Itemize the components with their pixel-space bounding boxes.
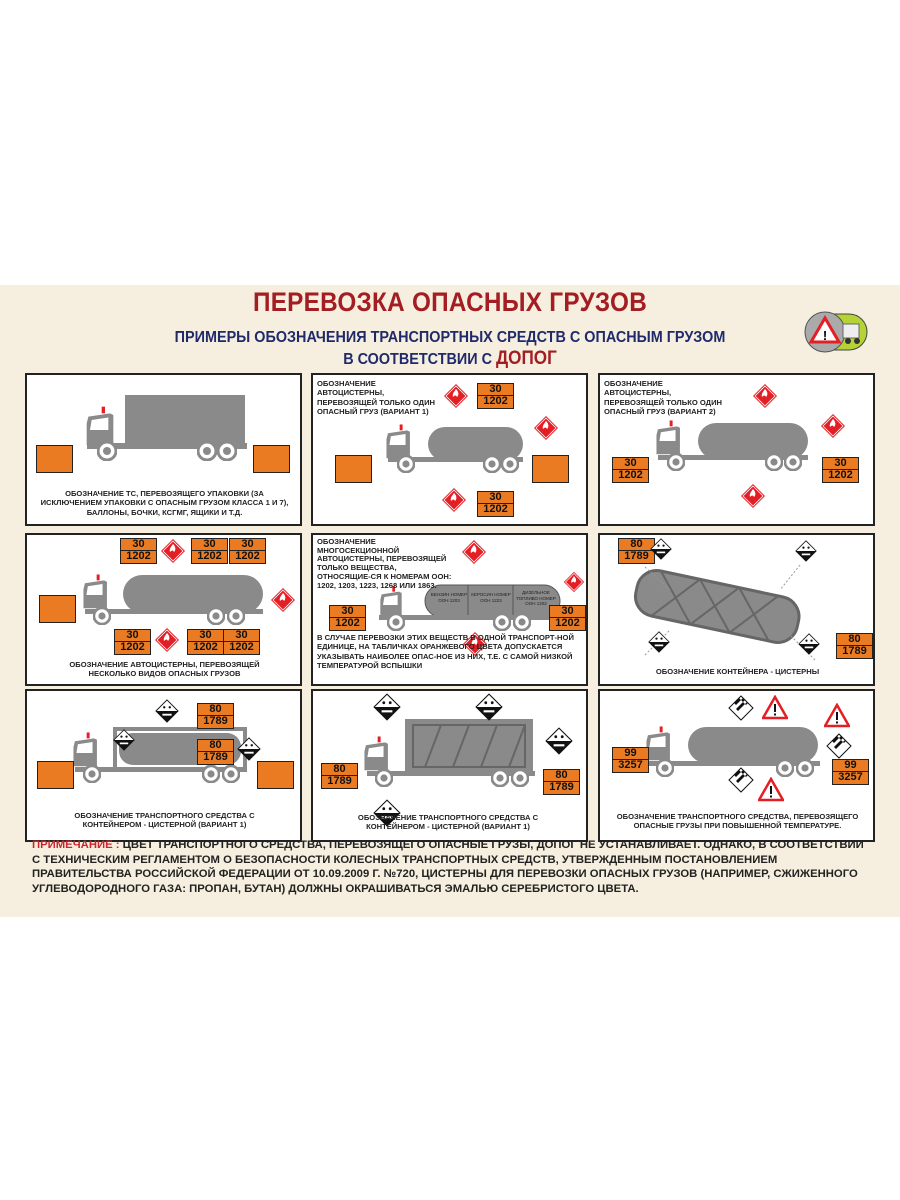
panel-tanker-variant-1: ОБОЗНАЧЕНИЕ АВТОЦИСТЕРНЫ, ПЕРЕВОЗЯЩЕЙ ТО… (311, 373, 588, 526)
panel-caption: ОБОЗНАЧЕНИЕ АВТОЦИСТЕРНЫ, ПЕРЕВОЗЯЩЕЙ ТО… (317, 379, 436, 417)
multi-section-tank-truck-icon (379, 584, 561, 685)
warning-triangle-icon (758, 777, 784, 803)
orange-plate-blank (39, 595, 76, 623)
flammable-diamond-icon (533, 415, 559, 441)
flammable-diamond-icon (461, 539, 487, 565)
flammable-diamond-icon (740, 483, 766, 509)
panel-caption: ОБОЗНАЧЕНИЕ ТРАНСПОРТНОГО СРЕДСТВА, ПЕРЕ… (616, 812, 859, 831)
orange-plate-blank (532, 455, 569, 483)
corrosive-diamond-icon (650, 538, 672, 560)
class9-diamond-icon (728, 767, 754, 793)
box-truck-icon (27, 395, 247, 485)
flammable-diamond-icon (443, 383, 469, 409)
warning-triangle-icon (824, 703, 850, 729)
tank-section-label: Бензин Номер ООН 1203 (430, 592, 468, 603)
footnote: ПРИМЕЧАНИЕ : ЦВЕТ ТРАНСПОРТНОГО СРЕДСТВА… (32, 838, 872, 896)
flammable-diamond-icon (441, 487, 467, 513)
panel-caption: ОБОЗНАЧЕНИЕ КОНТЕЙНЕРА - ЦИСТЕРНЫ (655, 667, 820, 676)
multi-tank-truck-icon (27, 535, 263, 685)
corrosive-diamond-icon (545, 727, 573, 755)
panel-caption: ОБОЗНАЧЕНИЕ ТРАНСПОРТНОГО СРЕДСТВА С КОН… (357, 813, 539, 832)
flammable-diamond-icon (563, 571, 585, 593)
flammable-diamond-icon (820, 413, 846, 439)
tank-truck-icon (600, 691, 820, 841)
panel-caption: ОБОЗНАЧЕНИЕ АВТОЦИСТЕРНЫ, ПЕРЕВОЗЯЩЕЙ ТО… (604, 379, 723, 417)
panel-caption: ОБОЗНАЧЕНИЕ ТРАНСПОРТНОГО СРЕДСТВА С КОН… (74, 811, 255, 830)
adr-accent: ДОПОГ (495, 348, 557, 369)
tank-truck-icon (600, 375, 808, 525)
tank-section-label: Дизельное топливо Номер ООН 1202 (516, 590, 556, 607)
corrosive-diamond-icon (475, 693, 503, 721)
corrosive-diamond-icon (155, 699, 179, 723)
class9-diamond-icon (826, 733, 852, 759)
flammable-diamond-icon (160, 538, 186, 564)
corrosive-diamond-icon (648, 631, 670, 653)
subtitle-text: В СООТВЕТСТВИИ С (343, 351, 492, 368)
orange-plate-blank (36, 445, 73, 473)
corrosive-diamond-icon (795, 540, 817, 562)
panel-box-truck: ОБОЗНАЧЕНИЕ ТС, ПЕРЕВОЗЯЩЕГО УПАКОВКИ (З… (25, 373, 302, 526)
tank-container-icon (633, 564, 816, 661)
subtitle: ПРИМЕРЫ ОБОЗНАЧЕНИЯ ТРАНСПОРТНЫХ СРЕДСТВ… (174, 329, 726, 346)
orange-plate-blank (335, 455, 372, 483)
note-label: ПРИМЕЧАНИЕ : (32, 839, 120, 851)
truck-with-container-icon (313, 719, 535, 841)
warning-triangle-icon (762, 695, 788, 721)
hazard-truck-logo-icon: ! (804, 311, 868, 353)
panel-caption: ОБОЗНАЧЕНИЕ ТС, ПЕРЕВОЗЯЩЕГО УПАКОВКИ (З… (40, 489, 289, 517)
subtitle-line2: В СООТВЕТСТВИИ С ДОПОГ (45, 348, 855, 370)
panel-caption-bottom: В СЛУЧАЕ ПЕРЕВОЗКИ ЭТИХ ВЕЩЕСТВ В ОДНОЙ … (317, 633, 574, 671)
corrosive-diamond-icon (237, 737, 261, 761)
orange-plate-blank (257, 761, 294, 789)
corrosive-diamond-icon (798, 633, 820, 655)
flammable-diamond-icon (752, 383, 778, 409)
orange-plate-blank (253, 445, 290, 473)
page-title: ПЕРЕВОЗКА ОПАСНЫХ ГРУЗОВ (252, 287, 648, 317)
note-text: ЦВЕТ ТРАНСПОРТНОГО СРЕДСТВА, ПЕРЕВОЗЯЩЕГ… (32, 839, 864, 895)
class9-diamond-icon (728, 695, 754, 721)
corrosive-diamond-icon (373, 693, 401, 721)
flammable-diamond-icon (154, 627, 180, 653)
poster: ПЕРЕВОЗКА ОПАСНЫХ ГРУЗОВ ПРИМЕРЫ ОБОЗНАЧ… (0, 285, 900, 917)
flammable-diamond-icon (270, 587, 296, 613)
svg-text:!: ! (823, 328, 827, 343)
tank-truck-icon (313, 375, 523, 525)
panel-multi-section-tanker: ОБОЗНАЧЕНИЕ МНОГОСЕКЦИОННОЙ АВТОЦИСТЕРНЫ… (311, 533, 588, 686)
panel-caption: ОБОЗНАЧЕНИЕ АВТОЦИСТЕРНЫ, ПЕРЕВОЗЯЩЕЙ НЕ… (69, 660, 260, 679)
panel-tanker-variant-2: ОБОЗНАЧЕНИЕ АВТОЦИСТЕРНЫ, ПЕРЕВОЗЯЩЕЙ ТО… (598, 373, 875, 526)
orange-plate-blank (37, 761, 74, 789)
tank-section-label: Керосин Номер ООН 1223 (471, 592, 511, 603)
corrosive-diamond-icon (113, 729, 135, 751)
panel-caption-top: ОБОЗНАЧЕНИЕ МНОГОСЕКЦИОННОЙ АВТОЦИСТЕРНЫ… (317, 537, 452, 590)
